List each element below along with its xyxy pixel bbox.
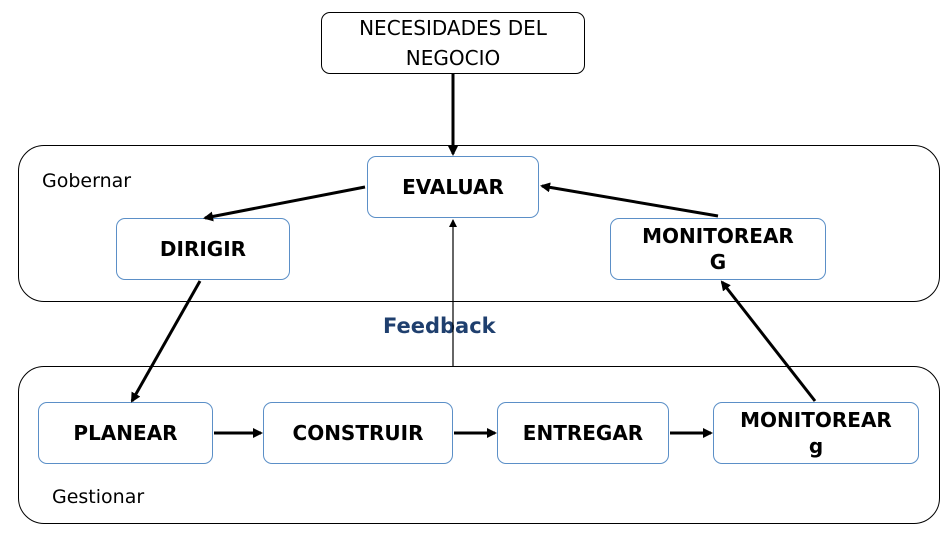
feedback-label: Feedback: [383, 314, 496, 338]
entregar-label: ENTREGAR: [522, 421, 644, 445]
evaluar-node: EVALUAR: [367, 156, 539, 218]
monitorear-g-node: MONITOREAR G: [610, 218, 826, 280]
monitorear-small-g-line2: g: [808, 434, 824, 458]
monitorear-small-g-node: MONITOREAR g: [713, 402, 919, 464]
construir-label: CONSTRUIR: [292, 421, 424, 445]
necesidades-del-negocio-node: NECESIDADES DEL NEGOCIO: [321, 12, 585, 74]
monitorear-small-g-line1: MONITOREAR: [740, 408, 892, 432]
arrow-evaluar-to-dirigir: [203, 185, 366, 222]
gobernar-label: Gobernar: [42, 170, 132, 192]
planear-label: PLANEAR: [73, 421, 178, 445]
dirigir-node: DIRIGIR: [116, 218, 290, 280]
necesidades-line2: NEGOCIO: [405, 46, 501, 70]
arrow-monitorear-to-evaluar: [540, 182, 719, 218]
construir-node: CONSTRUIR: [263, 402, 453, 464]
entregar-node: ENTREGAR: [497, 402, 669, 464]
monitorear-g-line1: MONITOREAR: [642, 224, 794, 248]
monitorear-g-line2: G: [709, 250, 727, 274]
evaluar-label: EVALUAR: [402, 175, 504, 199]
arrow-dirigir-to-planear: [130, 280, 202, 403]
planear-node: PLANEAR: [38, 402, 213, 464]
necesidades-line1: NECESIDADES DEL: [359, 16, 547, 40]
gestionar-label: Gestionar: [52, 486, 145, 508]
dirigir-label: DIRIGIR: [159, 237, 247, 261]
arrow-monitorear-g-to-monitorear-G: [720, 280, 817, 402]
